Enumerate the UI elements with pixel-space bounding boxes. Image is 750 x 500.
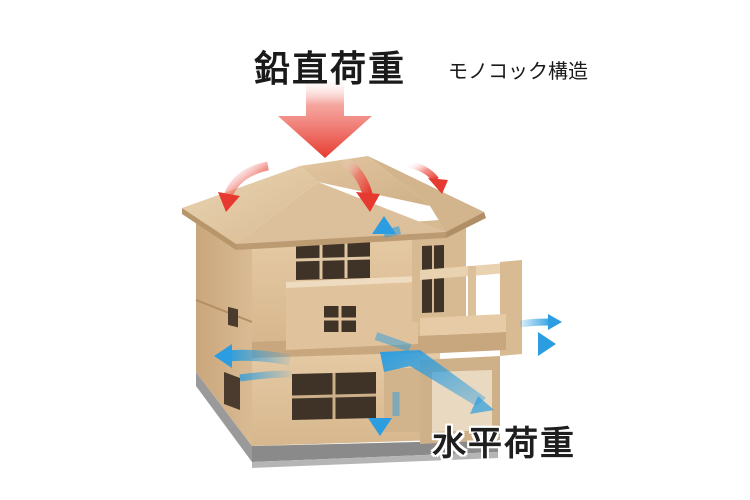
small-window [324, 306, 356, 332]
arrow-right-icon [214, 216, 562, 436]
arrow-down-icon [218, 76, 448, 212]
upper-window [295, 240, 371, 280]
vertical-load-label: 鉛直荷重 [254, 49, 407, 90]
horizontal-load-label: 水平荷重 [432, 424, 576, 464]
foundation [196, 372, 498, 468]
balcony-front-wall [286, 276, 418, 350]
side-window [228, 306, 238, 328]
balcony-railing [420, 260, 522, 356]
side-window-lower [224, 372, 240, 410]
side-wall [195, 222, 253, 446]
structure-type-label: モノコック構造 [448, 59, 588, 83]
